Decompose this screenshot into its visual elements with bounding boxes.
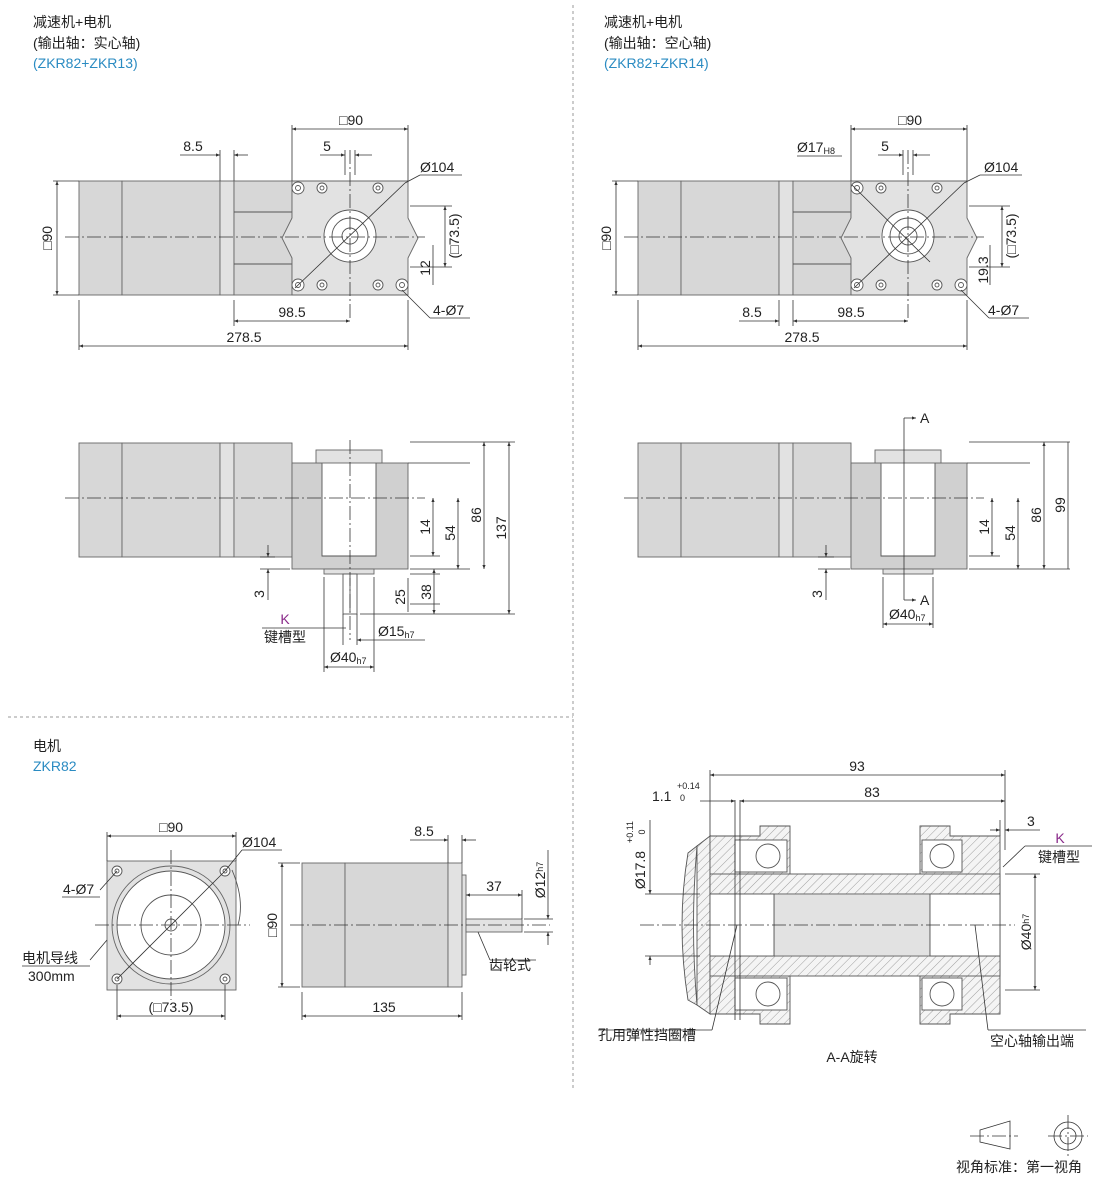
keyway-label: 键槽型: [264, 629, 306, 645]
dim-label: (□73.5): [1003, 213, 1019, 258]
tolerance-label: +0.11: [625, 821, 635, 843]
end-cap: [681, 845, 698, 1006]
section-hollow-shaft-title: 减速机+电机 (输出轴：空心轴) (ZKR82+ZKR14): [604, 14, 711, 71]
hollow-shaft-lower: [709, 955, 1001, 977]
dim-label: □90: [339, 112, 363, 128]
dim-label: 93: [849, 758, 865, 774]
dim-label: 98.5: [278, 304, 305, 320]
dim-label: Ø17.8: [632, 851, 648, 889]
dim-label: 14: [417, 519, 433, 535]
dim-label: 135: [372, 999, 396, 1015]
motor-body: [121, 180, 221, 296]
dim-label: □90: [39, 226, 55, 250]
dim-label: Ø40h7: [1018, 914, 1034, 950]
dim-label: □90: [598, 226, 614, 250]
title-line: 减速机+电机: [604, 14, 682, 30]
dim-label: 4-Ø7: [63, 881, 94, 897]
dim-label: 25: [392, 589, 408, 605]
dim-label: 3: [809, 590, 825, 598]
motor-side-view: □90 8.5 37 Ø12h7 齿轮式 135: [264, 823, 553, 1020]
model-line: (ZKR82+ZKR14): [604, 55, 709, 71]
dim-label: Ø15h7: [378, 623, 414, 640]
projection-symbol: 视角标准：第一视角: [956, 1115, 1088, 1175]
dim-label: Ø104: [984, 159, 1018, 175]
frustum-icon: [979, 1120, 1011, 1150]
lead-length-label: 300mm: [28, 968, 75, 984]
lead-wire-label: 电机导线: [22, 950, 78, 966]
motor-shaft: [465, 918, 523, 933]
circlip-groove-label: 孔用弹性挡圈槽: [598, 1027, 696, 1043]
dim-label: 8.5: [742, 304, 762, 320]
gear-type-label: 齿轮式: [489, 957, 531, 973]
key-letter: K: [280, 611, 290, 627]
section-marker: A: [920, 410, 930, 426]
dim-label: 8.5: [414, 823, 434, 839]
section-marker: A: [920, 592, 930, 608]
dim-label: Ø40h7: [330, 649, 366, 666]
dim-label: 3: [1027, 813, 1035, 829]
dim-label: 83: [864, 784, 880, 800]
dim-label: 19.3: [975, 256, 991, 283]
section-motor-title: 电机 ZKR82: [33, 738, 77, 774]
dim-label: Ø17H8: [797, 139, 835, 156]
view-standard-label: 视角标准：第一视角: [956, 1159, 1082, 1175]
dim-label: □90: [264, 913, 280, 937]
motor-front-view: □90 Ø104 4-Ø7 电机导线 300mm (□73.5): [22, 819, 282, 1020]
motor-cap: [78, 180, 123, 296]
model-line: (ZKR82+ZKR13): [33, 55, 138, 71]
dim-label: Ø104: [242, 834, 276, 850]
subtitle-line: (输出轴：实心轴): [33, 35, 140, 51]
dim-label: 54: [442, 525, 458, 541]
title-line: 减速机+电机: [33, 14, 111, 30]
dim-label: 5: [881, 138, 889, 154]
dim-label: 278.5: [784, 329, 819, 345]
dim-label: 38: [418, 584, 434, 600]
subtitle-line: (输出轴：空心轴): [604, 35, 711, 51]
dim-label: 1.1: [652, 788, 672, 804]
dim-label: (□73.5): [148, 999, 193, 1015]
dim-label: 37: [486, 878, 502, 894]
section-solid-shaft-title: 减速机+电机 (输出轴：实心轴) (ZKR82+ZKR13): [33, 14, 140, 71]
dim-label: 5: [323, 138, 331, 154]
hollow-output-label: 空心轴输出端: [990, 1033, 1074, 1049]
dim-label: 8.5: [183, 138, 203, 154]
title-line: 电机: [33, 738, 61, 754]
key-letter: K: [1055, 830, 1065, 846]
section-a-a-view: 93 83 1.1 +0.14 0 Ø17.8 +0.11 0 3 K 键槽型 …: [598, 758, 1092, 1065]
tolerance-label: +0.14: [677, 781, 700, 791]
dim-label: Ø12h7: [532, 862, 548, 898]
dim-label: 4-Ø7: [988, 302, 1019, 318]
solid-side-view: 14 54 86 137 25 38 3 K 键槽型 Ø15h7 Ø40h7: [65, 440, 515, 672]
dim-label: 137: [493, 516, 509, 540]
hollow-shaft-upper: [709, 873, 1001, 895]
tolerance-label: 0: [637, 829, 647, 834]
section-view-label: A-A旋转: [826, 1049, 877, 1065]
dim-label: Ø40h7: [889, 606, 925, 623]
tolerance-label: 0: [680, 793, 685, 803]
flange-gap: [219, 180, 235, 296]
hollow-front-view: □90 □90 5 Ø17H8 Ø104 (□73.5) 19.3 4-Ø7 8…: [598, 112, 1029, 350]
dim-label: 12: [417, 260, 433, 276]
model-line: ZKR82: [33, 758, 77, 774]
dim-label: 98.5: [837, 304, 864, 320]
dim-label: 86: [468, 507, 484, 523]
dim-label: 3: [251, 590, 267, 598]
dim-label: □90: [159, 819, 183, 835]
dim-label: 54: [1002, 525, 1018, 541]
dim-label: 278.5: [226, 329, 261, 345]
dim-label: (□73.5): [446, 213, 462, 258]
dim-label: 14: [976, 519, 992, 535]
dim-label: Ø104: [420, 159, 454, 175]
dim-label: 86: [1028, 507, 1044, 523]
solid-front-view: □90 □90 8.5 5 Ø104 (□73.5) 12 4-Ø7 98.5: [39, 112, 470, 350]
hollow-side-view: A A 14 54 86 99 3 Ø40h7: [624, 410, 1070, 628]
dim-label: □90: [898, 112, 922, 128]
keyway-label: 键槽型: [1038, 849, 1080, 865]
dim-label: 4-Ø7: [433, 302, 464, 318]
dim-label: 99: [1052, 497, 1068, 513]
